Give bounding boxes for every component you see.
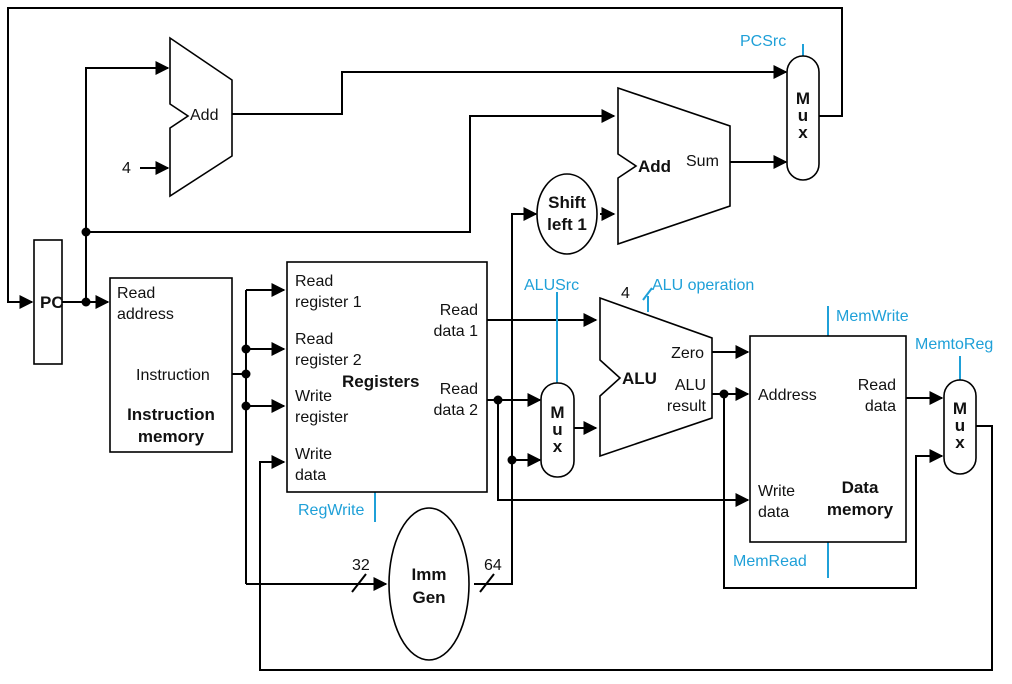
memtoreg-mux-x: x <box>955 433 965 452</box>
pcsrc-mux-x: x <box>798 123 808 142</box>
shift-label-2: left 1 <box>547 215 587 234</box>
wire-junctions <box>81 227 729 465</box>
imm-gen <box>388 507 470 661</box>
read-data-1-label: Read <box>440 302 478 319</box>
alu <box>599 296 713 458</box>
read-register-2-label: Read <box>295 331 333 348</box>
read-register-1-label: Read <box>295 273 333 290</box>
write-data-label-2: data <box>295 467 326 484</box>
bus-slashes <box>351 287 653 593</box>
pc-register <box>33 239 63 365</box>
alu-zero-label: Zero <box>671 345 704 362</box>
imm-out-width: 64 <box>484 557 502 574</box>
memread-label: MemRead <box>733 553 807 570</box>
datapath-wires <box>7 7 993 671</box>
imm-gen-label-2: Gen <box>412 588 445 607</box>
imem-instruction-label: Instruction <box>136 367 210 384</box>
imem-address-label: address <box>117 306 174 323</box>
alusrc-label: ALUSrc <box>524 277 579 294</box>
alusrc-mux-x: x <box>553 437 563 456</box>
dmem-read-label: Read <box>858 377 896 394</box>
memtoreg-mux-u: u <box>955 416 965 435</box>
instruction-memory <box>109 277 233 453</box>
alu-result-label-2: result <box>667 398 707 415</box>
read-register-1-label-2: register 1 <box>295 294 362 311</box>
pc-label: PC <box>40 293 64 312</box>
alusrc-mux <box>540 382 575 478</box>
register-file <box>286 261 488 493</box>
pc-adder-label: Add <box>190 107 218 124</box>
pcsrc-mux-u: u <box>798 106 808 125</box>
alusrc-mux-u: u <box>552 420 562 439</box>
branch-adder-label: Add <box>638 157 671 176</box>
alusrc-mux-m: M <box>550 403 564 422</box>
constant-four: 4 <box>122 160 131 177</box>
imem-title-1: Instruction <box>127 405 215 424</box>
memtoreg-label: MemtoReg <box>915 336 993 353</box>
alu-op-width: 4 <box>621 285 630 302</box>
dmem-read-label-2: data <box>865 398 896 415</box>
dmem-title-1: Data <box>842 478 879 497</box>
imem-read-label: Read <box>117 285 155 302</box>
regwrite-label: RegWrite <box>298 502 364 519</box>
dmem-title-2: memory <box>827 500 894 519</box>
read-register-2-label-2: register 2 <box>295 352 362 369</box>
write-register-label: Write <box>295 388 332 405</box>
read-data-2-label: Read <box>440 381 478 398</box>
registers-title: Registers <box>342 372 419 391</box>
pcsrc-label: PCSrc <box>740 33 786 50</box>
control-lines <box>374 44 961 578</box>
dmem-write-label-2: data <box>758 504 789 521</box>
dmem-write-label: Write <box>758 483 795 500</box>
memtoreg-mux <box>943 379 977 475</box>
pc-adder <box>169 36 233 198</box>
memwrite-label: MemWrite <box>836 308 909 325</box>
alu-operation-label: ALU operation <box>652 277 754 294</box>
imm-gen-label-1: Imm <box>412 565 447 584</box>
pcsrc-mux-m: M <box>796 89 810 108</box>
write-data-label: Write <box>295 446 332 463</box>
read-data-1-label-2: data 1 <box>434 323 479 340</box>
alu-result-label: ALU <box>675 377 706 394</box>
imm-in-width: 32 <box>352 557 370 574</box>
sum-label: Sum <box>686 153 719 170</box>
write-register-label-2: register <box>295 409 349 426</box>
read-data-2-label-2: data 2 <box>434 402 479 419</box>
memtoreg-mux-m: M <box>953 399 967 418</box>
branch-adder <box>617 86 731 246</box>
pcsrc-mux <box>786 55 820 181</box>
imem-title-2: memory <box>138 427 205 446</box>
shift-label-1: Shift <box>548 193 586 212</box>
shift-left-unit <box>536 173 598 255</box>
data-memory <box>749 335 907 543</box>
alu-label: ALU <box>622 369 657 388</box>
dmem-address-label: Address <box>758 387 817 404</box>
